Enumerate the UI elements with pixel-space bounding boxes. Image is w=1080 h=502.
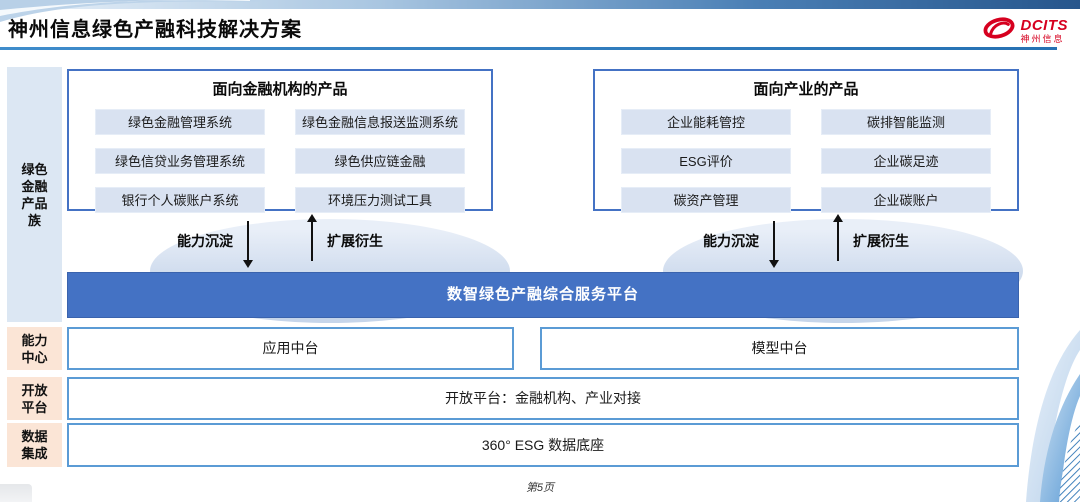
page-number: 第5页 [525, 482, 555, 494]
model-middleware-box: 模型中台 [540, 327, 1019, 370]
dcits-logo-icon [981, 14, 1017, 47]
sidebar-item-capability-center: 能力中心 [7, 327, 62, 370]
group-box-financial-institutions: 面向金融机构的产品 绿色金融管理系统 绿色金融信息报送监测系统 绿色信贷业务管理… [67, 69, 493, 213]
product-item: 企业碳账户 [821, 187, 991, 213]
sidebar-label: 数据集成 [21, 429, 48, 461]
product-item: 绿色信贷业务管理系统 [95, 148, 265, 174]
group-title: 面向产业的产品 [753, 81, 859, 98]
arrow-zone-right: 能力沉淀 扩展衍生 [593, 212, 1019, 270]
product-item: 碳资产管理 [621, 187, 791, 213]
group-box-industry: 面向产业的产品 企业能耗管控 碳排智能监测 ESG评价 企业碳足迹 碳资产管理 … [593, 69, 1019, 213]
sidebar-item-open-platform: 开放平台 [7, 377, 62, 420]
down-arrow-icon [769, 221, 779, 268]
capability-settle-label: 能力沉淀 [177, 233, 233, 249]
group-grid: 企业能耗管控 碳排智能监测 ESG评价 企业碳足迹 碳资产管理 企业碳账户 [621, 109, 991, 213]
open-platform-row: 开放平台：金融机构、产业对接 [67, 377, 1019, 420]
product-item: 银行个人碳账户系统 [95, 187, 265, 213]
down-arrow-icon [243, 221, 253, 268]
expand-derive-label: 扩展衍生 [327, 233, 383, 249]
capability-settle-label: 能力沉淀 [703, 233, 759, 249]
esg-data-base-row: 360° ESG 数据底座 [67, 423, 1019, 467]
dcits-logo: DCITS 神州信息 [981, 14, 1069, 47]
sidebar-item-product-family: 绿色金融产品族 [7, 67, 62, 322]
product-item: 绿色金融信息报送监测系统 [295, 109, 465, 135]
title-underline [0, 47, 1057, 50]
sidebar-label: 能力中心 [21, 332, 48, 365]
platform-bar: 数智绿色产融综合服务平台 [67, 272, 1019, 318]
page-title: 神州信息绿色产融科技解决方案 [8, 19, 302, 41]
product-item: 绿色供应链金融 [295, 148, 465, 174]
product-item: 环境压力测试工具 [295, 187, 465, 213]
sidebar-label: 开放平台 [21, 382, 48, 415]
sidebar-label: 绿色金融产品族 [21, 161, 48, 228]
product-item: 绿色金融管理系统 [95, 109, 265, 135]
corner-gray-decoration [0, 484, 32, 502]
sidebar-item-data-integration: 数据集成 [7, 423, 62, 467]
group-title: 面向金融机构的产品 [212, 81, 348, 98]
logo-brand-text: DCITS [1020, 16, 1068, 34]
application-middleware-box: 应用中台 [67, 327, 514, 370]
expand-derive-label: 扩展衍生 [853, 233, 909, 249]
product-item: 碳排智能监测 [821, 109, 991, 135]
logo-brand-cn-text: 神州信息 [1020, 33, 1065, 44]
product-item: 企业碳足迹 [821, 148, 991, 174]
group-grid: 绿色金融管理系统 绿色金融信息报送监测系统 绿色信贷业务管理系统 绿色供应链金融… [95, 109, 465, 213]
product-item: 企业能耗管控 [621, 109, 791, 135]
up-arrow-icon [833, 214, 843, 261]
arrow-zone-left: 能力沉淀 扩展衍生 [67, 212, 493, 270]
product-item: ESG评价 [621, 148, 791, 174]
up-arrow-icon [307, 214, 317, 261]
